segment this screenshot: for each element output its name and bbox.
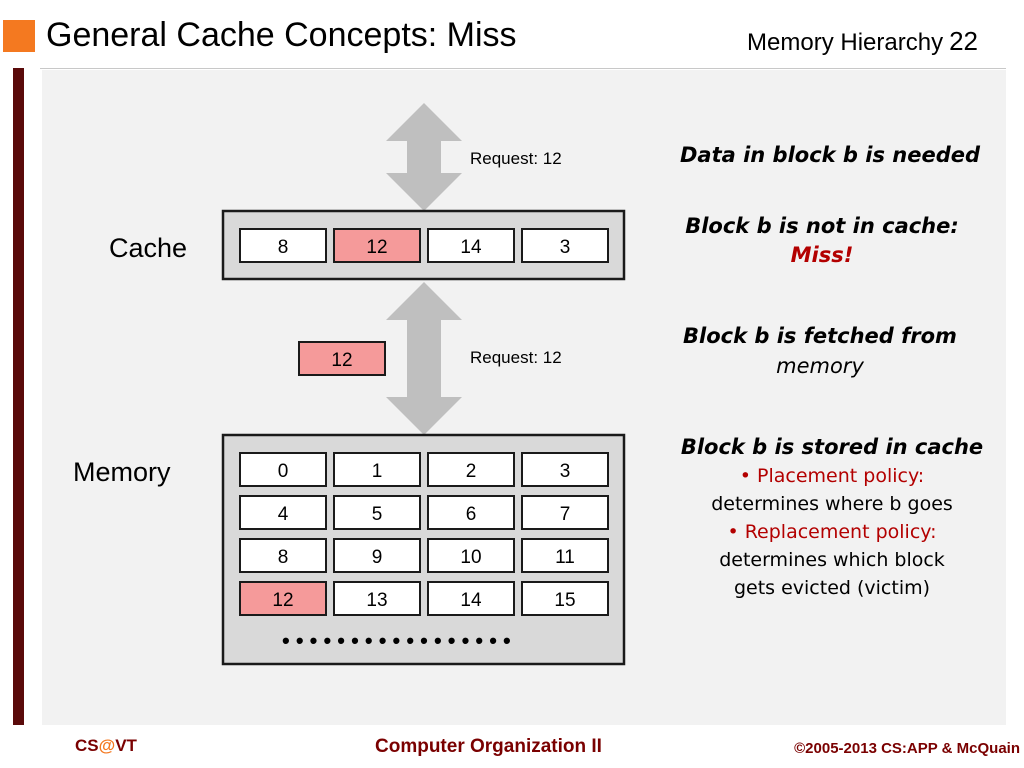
memory-block-label: 15 <box>554 590 575 611</box>
memory-block-label: 14 <box>460 590 482 611</box>
cache-block <box>239 228 327 263</box>
memory-block-label: 3 <box>560 461 571 482</box>
footer-copyright: ©2005-2013 CS:APP & McQuain <box>794 740 1020 757</box>
memory-block-label: 6 <box>466 504 477 525</box>
memory-block-label: 2 <box>466 461 477 482</box>
footer-cs: CS <box>75 736 99 755</box>
memory-block <box>427 581 515 616</box>
fetch-arrow <box>386 282 462 435</box>
request-label-middle: Request: 12 <box>470 348 562 367</box>
memory-block <box>521 495 609 530</box>
bullet-placement: • Placement policy: <box>739 465 925 487</box>
left-accent-bar <box>13 68 24 725</box>
memory-block <box>333 452 421 487</box>
memory-block-label: 12 <box>272 590 293 611</box>
memory-block-label: 4 <box>278 504 289 525</box>
memory-block-label: 11 <box>555 547 575 568</box>
footer-vt: VT <box>115 736 137 755</box>
memory-block-label: 5 <box>372 504 383 525</box>
memory-block-label: 7 <box>560 504 571 525</box>
memory-block <box>239 538 327 573</box>
cache-blocks: 8 12 14 3 <box>239 228 609 263</box>
memory-block <box>333 581 421 616</box>
cache-label: Cache <box>109 233 187 263</box>
note-step1: Data in block b is needed <box>660 143 1000 167</box>
note-step3: Block b is fetched from memory <box>650 324 990 378</box>
memory-block <box>427 538 515 573</box>
cache-block-label: 3 <box>560 237 571 258</box>
cache-block-label: 12 <box>366 237 387 258</box>
bullet-replacement-text-1: determines which block <box>719 549 945 571</box>
footer-cs-vt: CS@VT <box>75 736 137 756</box>
note-step2-miss: Miss! <box>790 243 854 267</box>
title-accent-square <box>3 20 35 52</box>
memory-block <box>521 538 609 573</box>
memory-block <box>427 452 515 487</box>
note-step3-line1: Block b is fetched from <box>683 324 957 348</box>
memory-block-label: 0 <box>278 461 289 482</box>
memory-label: Memory <box>73 457 171 487</box>
fetched-block <box>298 341 386 376</box>
page-number: 22 <box>949 26 978 56</box>
bullet-replacement-text-2: gets evicted (victim) <box>733 577 931 599</box>
cache-block-label: 8 <box>278 237 289 258</box>
top-request-arrow <box>386 103 462 211</box>
memory-block <box>239 495 327 530</box>
memory-block <box>521 452 609 487</box>
cache-block <box>333 228 421 263</box>
memory-block <box>333 538 421 573</box>
fetched-block-label: 12 <box>331 350 352 371</box>
memory-block-label: 13 <box>366 590 387 611</box>
note-step1-text: Data in block b is needed <box>679 143 981 167</box>
cache-block-label: 14 <box>460 237 482 258</box>
memory-block-label: 1 <box>372 461 383 482</box>
bullet-replacement-label: Replacement policy: <box>744 521 937 543</box>
memory-block <box>427 495 515 530</box>
memory-block <box>521 581 609 616</box>
memory-block <box>239 452 327 487</box>
cache-block <box>521 228 609 263</box>
note-step4: Block b is stored in cache • Placement p… <box>662 435 1002 599</box>
section-name: Memory Hierarchy <box>747 29 944 56</box>
bullet-placement-text: determines where b goes <box>711 493 953 515</box>
cache-block <box>427 228 515 263</box>
memory-ellipsis: • • • • • • • • • • • • • • • • • <box>282 628 511 653</box>
footer-at: @ <box>98 736 116 755</box>
bullet-replacement: • Replacement policy: <box>727 521 937 543</box>
footer-course: Computer Organization II <box>375 736 602 757</box>
note-step4-text: Block b is stored in cache <box>680 435 984 459</box>
memory-block <box>333 495 421 530</box>
note-step2-text: Block b is not in cache: <box>685 214 959 238</box>
memory-block <box>239 581 327 616</box>
note-step3-line2: memory <box>776 354 864 378</box>
bullet-placement-label: Placement policy: <box>757 465 925 487</box>
memory-block-label: 8 <box>278 547 289 568</box>
memory-block-label: 9 <box>372 547 383 568</box>
title-divider <box>40 68 1006 69</box>
request-label-top: Request: 12 <box>470 149 562 168</box>
slide-title: General Cache Concepts: Miss <box>46 16 517 54</box>
memory-block-label: 10 <box>460 547 481 568</box>
note-step2: Block b is not in cache: Miss! <box>652 214 992 267</box>
